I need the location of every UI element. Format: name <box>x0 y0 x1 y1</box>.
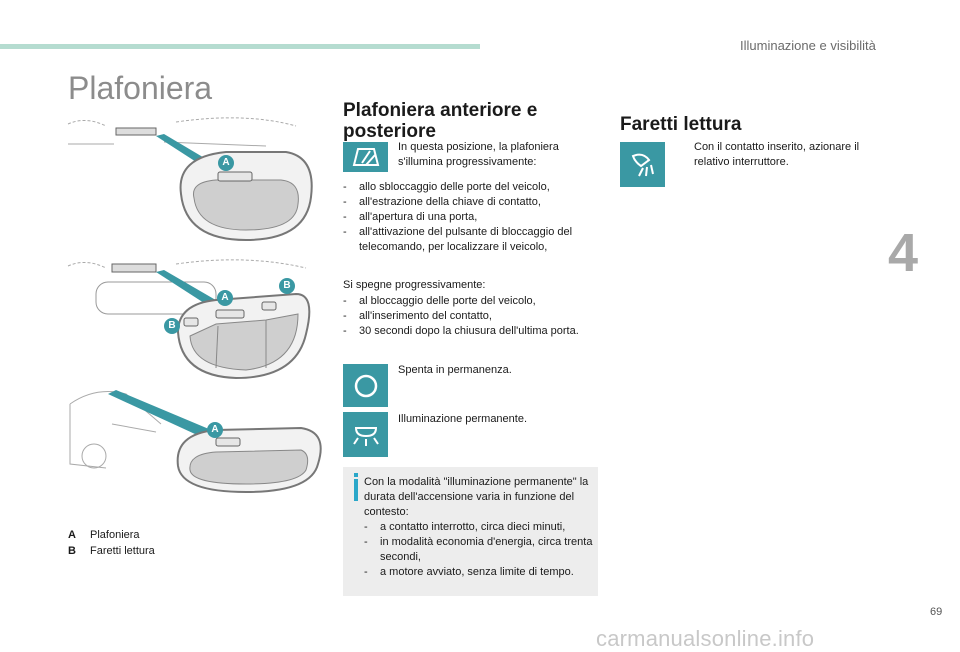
legend-label: Faretti lettura <box>90 545 155 557</box>
info-icon-bar <box>354 479 358 501</box>
intro-text: In questa posizione, la plafoniera s'ill… <box>398 141 559 168</box>
illustration-front-dome: A <box>66 112 326 242</box>
dome-lamp-glyph <box>352 426 379 446</box>
header-bar <box>0 44 480 49</box>
on-conditions-list: allo sbloccaggio delle porte del veicolo… <box>343 180 598 255</box>
info-text: Con la modalità "illuminazione permanent… <box>364 476 589 518</box>
off-label: Spenta in permanenza. <box>398 364 512 376</box>
info-icon-dot <box>354 473 358 477</box>
marker-b: B <box>279 278 295 294</box>
off-conditions-list: al bloccaggio delle porte del veicolo, a… <box>343 294 588 339</box>
info-list: a contatto interrotto, circa dieci minut… <box>364 520 594 580</box>
legend-key: B <box>68 545 76 557</box>
illustration-rear-dome: A <box>66 384 326 496</box>
permanent-label: Illuminazione permanente. <box>398 413 528 425</box>
marker-a: A <box>207 422 223 438</box>
marker-a: A <box>217 290 233 306</box>
list-item: 30 secondi dopo la chiusura dell'ultima … <box>343 324 588 339</box>
legend-item: A Plafoniera <box>68 527 155 543</box>
reading-lamp-glyph <box>631 153 654 176</box>
off-intro: Si spegne progressivamente: <box>343 279 486 291</box>
legend-item: B Faretti lettura <box>68 543 155 559</box>
list-item: allo sbloccaggio delle porte del veicolo… <box>343 180 598 195</box>
circle-off-icon <box>343 364 388 407</box>
list-item: all'inserimento del contatto, <box>343 309 588 324</box>
page-number: 69 <box>930 606 943 618</box>
door-lamp-icon <box>343 142 388 172</box>
reading-text: Con il contatto inserito, azionare il re… <box>694 141 860 168</box>
circle-off-glyph <box>354 374 377 397</box>
figure-legend: A Plafoniera B Faretti lettura <box>68 527 155 559</box>
chapter-number: 4 <box>888 223 919 283</box>
section-heading-reading: Faretti lettura <box>620 114 742 135</box>
marker-b: B <box>164 318 180 334</box>
section-heading-front-rear: Plafoniera anteriore e posteriore <box>343 100 538 142</box>
rear-dome-drawing <box>69 390 322 494</box>
watermark: carmanualsonline.info <box>596 626 815 651</box>
front-dome-drawing <box>67 117 313 242</box>
list-item: all'apertura di una porta, <box>343 210 598 225</box>
info-box: Con la modalità "illuminazione permanent… <box>343 467 598 596</box>
list-item: all'estrazione della chiave di contatto, <box>343 195 598 210</box>
reading-lamp-icon <box>620 142 665 187</box>
list-item: al bloccaggio delle porte del veicolo, <box>343 294 588 309</box>
dome-lamp-icon <box>343 412 388 457</box>
illustration-front-reading: A B B <box>66 254 326 384</box>
list-item: a motore avviato, senza limite di tempo. <box>364 565 594 580</box>
legend-label: Plafoniera <box>90 529 140 541</box>
marker-a: A <box>218 155 234 171</box>
list-item: a contatto interrotto, circa dieci minut… <box>364 520 594 535</box>
running-title: Illuminazione e visibilità <box>740 38 876 53</box>
list-item: all'attivazione del pulsante di bloccagg… <box>343 225 598 255</box>
front-reading-drawing <box>67 259 311 380</box>
door-lamp-glyph <box>352 148 379 166</box>
list-item: in modalità economia d'energia, circa tr… <box>364 535 594 565</box>
legend-key: A <box>68 529 76 541</box>
page-title: Plafoniera <box>68 70 213 106</box>
